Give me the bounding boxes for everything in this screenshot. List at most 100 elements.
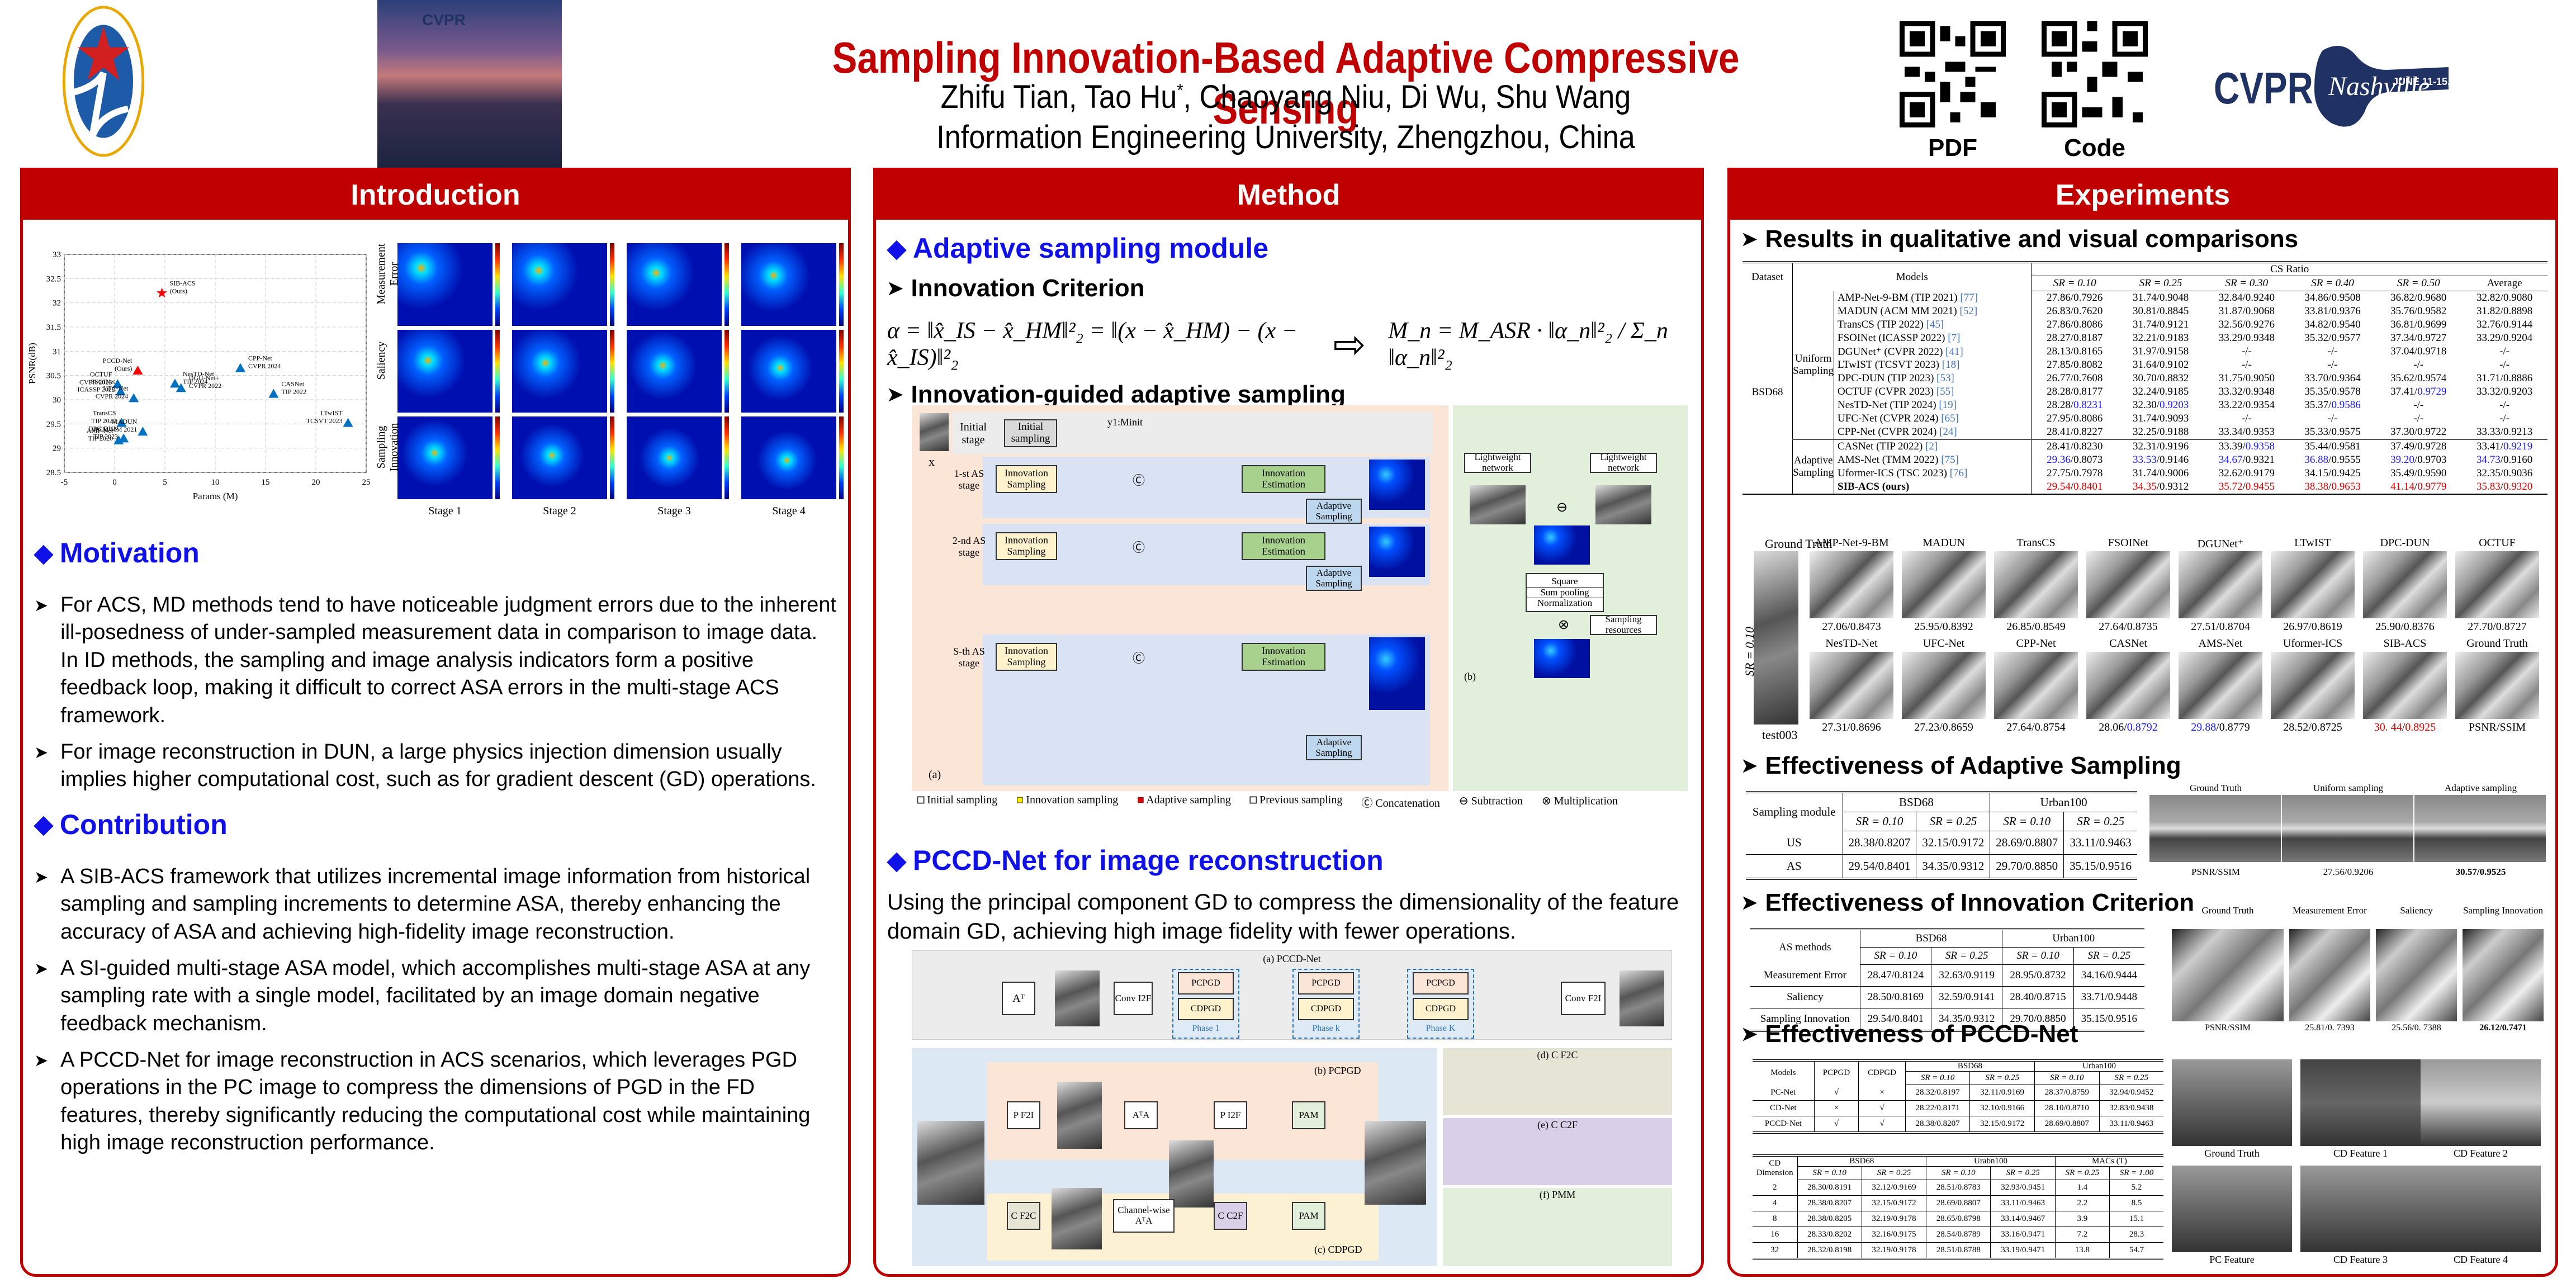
score: 28.52/0.8725 [2283,721,2342,733]
value-cell: 35.15/0.9516 [2070,859,2132,873]
point-cpp-net [235,363,245,372]
conference-banner-image: CVPR [377,0,562,168]
value-cell: 5.2 [2131,1182,2142,1192]
citation: [2] [1925,441,1938,452]
heatmap-col-label: Stage 2 [543,505,576,517]
psnr-value: 35.37 [2304,399,2329,411]
model-cell: AMP-Net-9-BM (TIP 2021) [77] [1834,291,2032,305]
figure-image [2149,795,2281,862]
qr-code-source[interactable] [2036,16,2153,133]
introduction-header: Introduction [23,171,848,220]
ic-title: Innovation Criterion [911,274,1145,302]
cc2f-box: C C2F [1214,1202,1247,1230]
value-cell: 35.15/0.9516 [2081,1013,2137,1025]
point-sublabel: CVPR 2022 [189,382,221,390]
psnr-text: 30. 44 [2374,721,2402,733]
diamond-bullet-icon: ◆ [887,846,906,874]
legend-icon: Ⓒ [1361,797,1376,809]
value-cell: 34.35/0.9312 [1931,1008,2003,1031]
colorbar [724,243,729,326]
ssim-value: 0.8073 [2073,454,2103,466]
concat-icon: Ⓒ [1133,541,1145,555]
as-stage-band [983,634,1430,785]
psnr-text: 27.23 [1914,721,1940,733]
sr-header: SR = 0.25 [2118,276,2204,291]
value-cell: 32.56/0.9276 [2218,319,2275,330]
nashville-script: Nashville [2328,72,2430,101]
x0-image [1055,970,1100,1026]
legend-icon: □ [917,794,927,807]
value-cell: 28.50/0.8169 [1860,986,1932,1008]
ssim-value: 0.9320 [2503,481,2533,493]
legend-icon: ■ [1016,794,1026,807]
x-label: x [929,454,935,468]
cf2c-detail: (d) C F2C [1443,1048,1672,1115]
feature-image [2300,1166,2421,1252]
value-cell: 32.62/0.9179 [2218,467,2275,479]
psnr-value: 33.53 [2132,454,2157,466]
as-effect-title: Effectiveness of Adaptive Sampling [1765,752,2181,779]
point-label: UFC-Net [103,384,129,392]
qr-code-label: Code [2064,134,2125,162]
legend-label: Previous sampling [1259,794,1343,806]
feature-label: PC Feature [2209,1254,2255,1265]
value-cell: 28.38/0.8207 [1905,1116,1971,1133]
value-cell: 31.74/0.9093 [2132,413,2189,424]
experiments-header: Experiments [1730,171,2555,220]
cdpgd-cell: √ [1858,1116,1906,1133]
sr-header: SR = 0.10 [1860,947,1932,965]
model-name: AMS-Net (TMM 2022) [1838,454,1942,466]
lightweight-network-right: Lightweight network [1590,452,1657,473]
value-cell: 26.77/0.7608 [2047,372,2103,384]
psnr-text: PSNR/SSIM [2468,721,2526,733]
col-header: CDPGD [1858,1060,1906,1085]
point-sublabel: CVPR 2023 [79,378,112,386]
value-cell: 36.81/0.9699 [2390,319,2447,330]
point-sublabel: TIP 2022 [281,388,306,396]
sr-header: SR = 0.25 [1990,1166,2056,1180]
score: 27.31/0.8696 [1822,721,1881,733]
model-name: DPC-DUN (TIP 2023) [1838,372,1937,384]
x-tick-label: 15 [262,478,270,487]
qr-code-pdf[interactable] [1894,16,2011,133]
row-label: Measurement Error [1750,964,1860,987]
value-cell: 28.28/0.8177 [2047,386,2103,397]
difference-map [1534,525,1590,565]
value-cell: 32.24/0.9185 [2132,386,2189,397]
model-name: TransCS (TIP 2022) [1838,319,1926,330]
point-sublabel: CVPR 2024 [96,392,128,400]
model-cell: UFC-Net (CVPR 2024) [65] [1834,412,2032,425]
point-label: CPP-Net [248,354,272,362]
value-cell: 7.2 [2055,1227,2110,1242]
col-header: Models [1753,1060,1815,1085]
model-cell: OCTUF (CVPR 2023) [55] [1834,385,2032,399]
visual-comparison: Ground Truth SR = 0.10 test003 AMP-Net-9… [1742,537,2547,746]
cc2f-detail: (e) C C2F [1443,1118,1672,1185]
pmm-detail: (f) PMM [1443,1188,1672,1266]
sr-header: SR = 0.50 [2375,276,2462,291]
sr-header: SR = 0.10 [1905,1071,1971,1085]
psnr-text: 27.64 [2006,721,2032,733]
point-label: SIB-ACS [170,279,196,287]
pccd-effect-heading: ➤Effectiveness of PCCD-Net [1741,1020,2546,1048]
value-cell: 28.32/0.8198 [1797,1242,1862,1259]
value-cell: 28.38/0.8207 [1843,831,1917,855]
contribution-heading: ◆Contribution [34,808,839,841]
score: 25.95/0.8392 [1899,621,1988,633]
dim-cell: 16 [1753,1227,1798,1242]
method-label: NesTD-Net [1825,637,1878,650]
figure-image [2463,929,2544,1021]
y-tick-label: 31.5 [46,323,61,332]
point-label: DPC-DUN [88,424,119,432]
lightweight-network-left: Lightweight network [1464,452,1531,473]
